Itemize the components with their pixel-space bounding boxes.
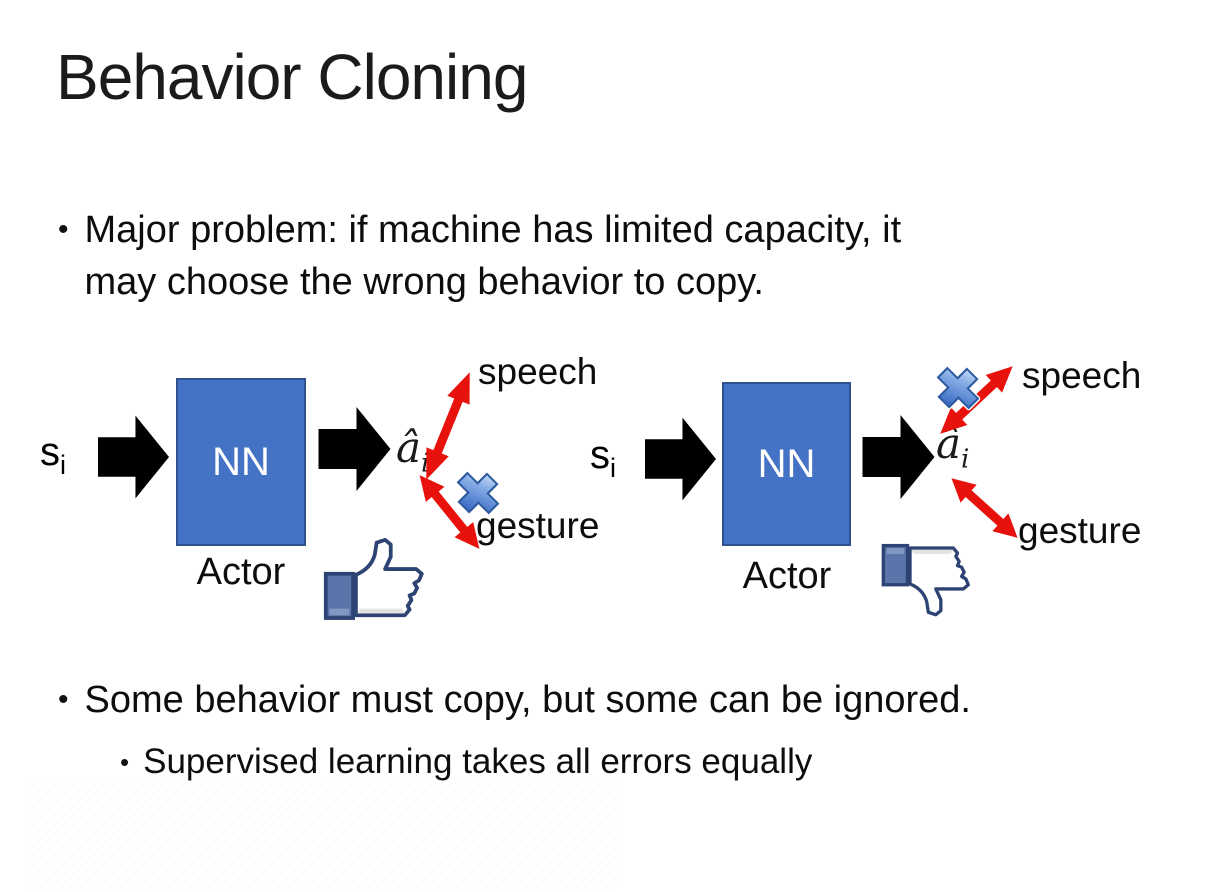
thumbs-down-icon bbox=[881, 543, 970, 617]
gesture-label: gesture bbox=[476, 505, 600, 546]
speech-label: speech bbox=[1022, 355, 1142, 396]
cross-out-icon bbox=[935, 365, 981, 411]
speech-arrow-icon bbox=[426, 372, 470, 480]
actor-diagram-left: si NN âi speech gesture bbox=[20, 345, 600, 645]
predicted-action-label: âi bbox=[396, 423, 430, 479]
output-arrow-icon bbox=[862, 415, 935, 499]
bullet-some-behavior: • Some behavior must copy, but some can … bbox=[58, 674, 1158, 726]
bullet-dot: • bbox=[58, 213, 69, 246]
actor-label: Actor bbox=[742, 555, 832, 597]
nn-box: NN bbox=[722, 382, 851, 546]
bullet-text: Major problem: if machine has limited ca… bbox=[84, 209, 902, 303]
nn-box-label: NN bbox=[212, 439, 270, 484]
gesture-arrow-icon bbox=[419, 475, 480, 549]
nn-box: NN bbox=[176, 378, 306, 546]
actor-diagram-right: si NN âi speech bbox=[585, 345, 1210, 645]
bullet-text: Supervised learning takes all errors equ… bbox=[143, 742, 813, 781]
input-arrow-icon bbox=[98, 415, 169, 499]
actor-label: Actor bbox=[196, 551, 286, 593]
page-title: Behavior Cloning bbox=[56, 41, 528, 113]
speech-label: speech bbox=[478, 351, 598, 392]
input-arrow-icon bbox=[645, 417, 716, 501]
state-input-label: si bbox=[590, 433, 616, 483]
output-arrow-icon bbox=[318, 407, 391, 491]
gesture-label: gesture bbox=[1018, 510, 1142, 551]
faint-watermark-texture bbox=[30, 778, 620, 890]
gesture-arrow-icon bbox=[951, 478, 1018, 538]
thumbs-up-icon bbox=[323, 537, 424, 620]
bullet-major-problem: • Major problem: if machine has limited … bbox=[58, 204, 1078, 308]
sub-bullet-supervised: • Supervised learning takes all errors e… bbox=[120, 737, 1120, 787]
bullet-text: Some behavior must copy, but some can be… bbox=[84, 679, 971, 721]
bullet-dot: • bbox=[120, 747, 130, 777]
state-input-label: si bbox=[40, 430, 66, 480]
cross-out-icon bbox=[455, 470, 501, 516]
bullet-dot: • bbox=[58, 683, 69, 716]
nn-box-label: NN bbox=[757, 441, 816, 486]
